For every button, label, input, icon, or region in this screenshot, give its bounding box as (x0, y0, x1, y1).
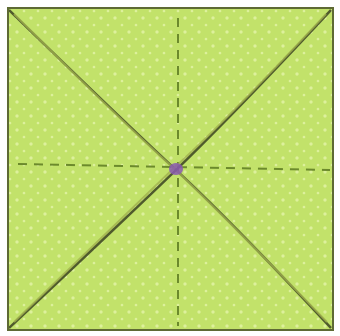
fold-center-point (169, 163, 183, 175)
